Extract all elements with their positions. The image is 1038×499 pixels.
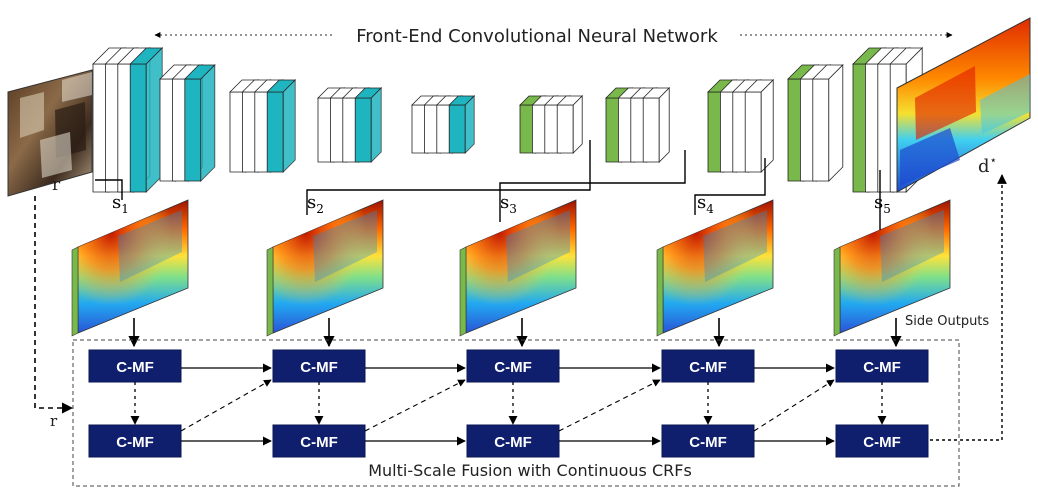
cmf-diagonal-arrow [558, 379, 661, 432]
conv-layer [448, 95, 476, 154]
side-output-label: s3 [500, 192, 517, 216]
cmf-label: C-MF [116, 434, 154, 451]
side-output-3: s3 [459, 192, 577, 348]
layer-group-8 [707, 79, 775, 173]
fusion-to-output-arrow [930, 174, 1007, 441]
cmf-block-r2-c5: C-MF [835, 424, 929, 458]
cmf-diagonal-arrow [753, 379, 835, 432]
conv-layer [354, 87, 383, 163]
cmf-label: C-MF [689, 434, 727, 451]
conv-layer [556, 95, 584, 154]
conv-layer [129, 47, 164, 193]
output-depth-map [896, 17, 1031, 193]
input-to-fusion-arrow [34, 196, 74, 414]
conv-layer [266, 79, 297, 173]
cmf-block-r1-c4: C-MF [661, 349, 755, 383]
side-output-4: s4 [656, 192, 774, 348]
cmf-block-r1-c1: C-MF [88, 349, 182, 383]
side-output-label: s4 [697, 192, 714, 216]
conv-layer [642, 87, 671, 163]
output-label: d⋆ [978, 153, 997, 177]
tap-connections [95, 140, 881, 230]
fusion-caption: Multi-Scale Fusion with Continuous CRFs [368, 461, 692, 480]
input-image [7, 69, 93, 197]
cmf-block-r1-c3: C-MF [466, 349, 560, 383]
cmf-block-r2-c1: C-MF [88, 424, 182, 458]
cmf-block-r2-c3: C-MF [466, 424, 560, 458]
cmf-block-r2-c2: C-MF [272, 424, 366, 458]
cmf-label: C-MF [116, 359, 154, 376]
layer-group-3 [229, 79, 297, 173]
side-output-label: s2 [307, 192, 324, 216]
side-outputs-caption: Side Outputs [905, 314, 989, 329]
cmf-diagonal-arrow [364, 379, 466, 432]
cmf-label: C-MF [689, 359, 727, 376]
cmf-label: C-MF [300, 359, 338, 376]
layer-group-6 [519, 95, 584, 154]
cmf-label: C-MF [863, 434, 901, 451]
cmf-diagonal-arrow [180, 379, 272, 432]
fusion-grid: C-MF C-MF C-MF C-MF C-MF C-MF C-MF C-MF C-MF C-MF [88, 349, 929, 458]
input-label-bottom: r [50, 412, 58, 430]
layer-group-1 [92, 47, 164, 193]
layer-group-5 [411, 95, 476, 154]
layer-group-4 [317, 87, 383, 163]
side-output-2: s2 [266, 192, 384, 348]
input-label: r [52, 175, 61, 195]
conv-layer [744, 79, 775, 173]
side-output-label: s1 [112, 192, 129, 216]
layer-group-2 [159, 64, 216, 182]
side-output-1: s1 [71, 192, 189, 348]
cmf-block-r1-c5: C-MF [835, 349, 929, 383]
cmf-label: C-MF [863, 359, 901, 376]
layer-group-7 [605, 87, 671, 163]
cmf-label: C-MF [494, 434, 532, 451]
side-output-label: s5 [874, 192, 891, 216]
diagram-title: Front-End Convolutional Neural Network [356, 26, 718, 47]
side-output-5: s5 [833, 192, 951, 348]
cmf-block-r1-c2: C-MF [272, 349, 366, 383]
conv-layer [811, 64, 844, 182]
layer-group-9 [787, 64, 844, 182]
conv-layer [183, 64, 216, 182]
cmf-block-r2-c4: C-MF [661, 424, 755, 458]
side-output-maps: s1 s2 s3 s4 s5 [71, 140, 951, 348]
cmf-label: C-MF [300, 434, 338, 451]
cmf-label: C-MF [494, 359, 532, 376]
cnn-layer-stack [92, 47, 924, 193]
